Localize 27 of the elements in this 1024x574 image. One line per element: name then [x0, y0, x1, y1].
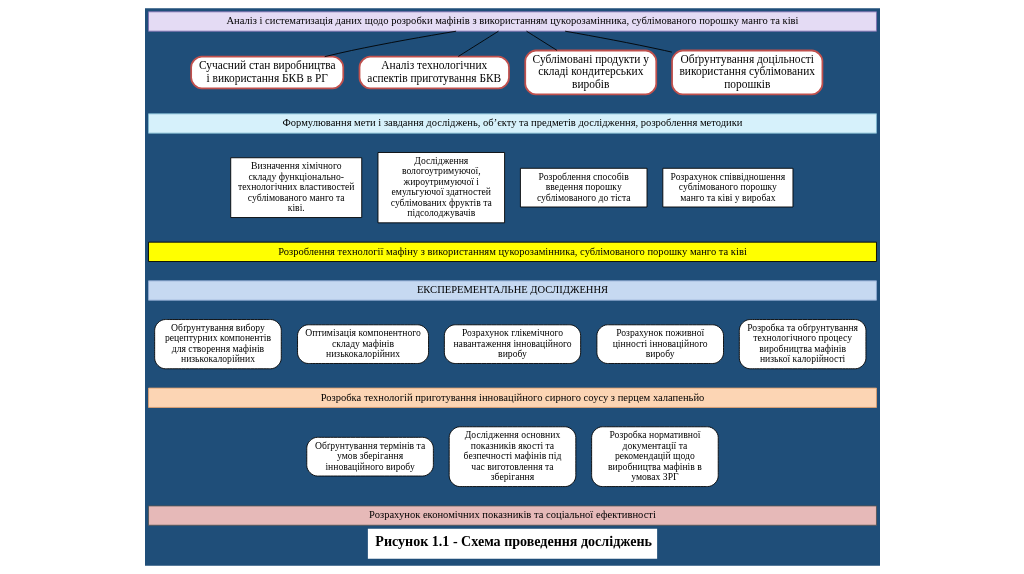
node-box: Розроблення способів введення порошку сублімованого до тіста — [519, 167, 647, 208]
node-box: Оптимізація компонентного складу мафінів низькокалорійних — [296, 324, 429, 364]
node-box: Аналіз технологічних аспектів приготування БКВ — [358, 55, 510, 90]
connector — [457, 30, 499, 57]
node-box: Дослідження вологоутримуючої, жироутримуючої і емульгуючої здатностей сублімованих фруктів та підсолоджувачів — [377, 152, 505, 224]
node-box: Сучасний стан виробництва і використання БКВ в РГ — [189, 55, 344, 90]
node-box: Аналіз і систематизація даних щодо розробки мафінів з використанням цукорозамінника, сублімованого порошку манго та ківі — [147, 11, 877, 32]
caption: Рисунок 1.1 - Схема проведення досліджень — [374, 533, 652, 550]
node-box: Розрахунок глікемічного навантаження інноваційного виробу — [443, 324, 581, 364]
node-box: Сублімовані продукти у складі кондитерських виробів — [523, 49, 657, 96]
node-box: Розробка технологій приготування інноваційного сирного соусу з перцем халапеньйо — [147, 387, 877, 408]
connector — [564, 30, 672, 53]
node-box: ЕКСПЕРЕМЕНТАЛЬНЕ ДОСЛІДЖЕННЯ — [147, 280, 877, 301]
node-box: Дослідження основних показників якості та безпечності мафінів під час виготовлення та зберігання — [448, 426, 576, 487]
node-box: Обґрунтування вибору рецептурних компонентів для створення мафінів низькокалорійних — [153, 319, 282, 370]
node-box: Розрахунок економічних показників та соціальної ефективності — [147, 505, 877, 526]
node-box: Обґрунтування доцільності використання сублімованих порошків — [670, 49, 823, 96]
node-box: Формулювання мети і завдання досліджень, об’єкту та предметів дослідження, розроблення методики — [147, 113, 877, 134]
node-box: Визначення хімічного складу функціонально-технологічних властивостей сублімованого манго та ківі. — [229, 157, 362, 218]
connector — [323, 30, 457, 58]
node-box: Розробка нормативної документації та рекомендацій щодо виробництва мафінів в умовах ЗРГ — [590, 426, 719, 487]
node-box: Обґрунтування термінів та умов зберігання інноваційного виробу — [305, 436, 434, 477]
node-box: Розрахунок поживної цінності інноваційного виробу — [595, 324, 724, 364]
node-box: Розроблення технології мафіну з використанням цукорозамінника, сублімованого порошку манго та ківі — [147, 241, 877, 262]
connector — [525, 30, 557, 51]
node-box: Розробка та обґрунтування технологічного процесу виробництва мафінів низької калорійності — [738, 319, 866, 370]
node-box: Розрахунок співвідношення сублімованого порошку манго та ківі у виробах — [661, 167, 793, 208]
